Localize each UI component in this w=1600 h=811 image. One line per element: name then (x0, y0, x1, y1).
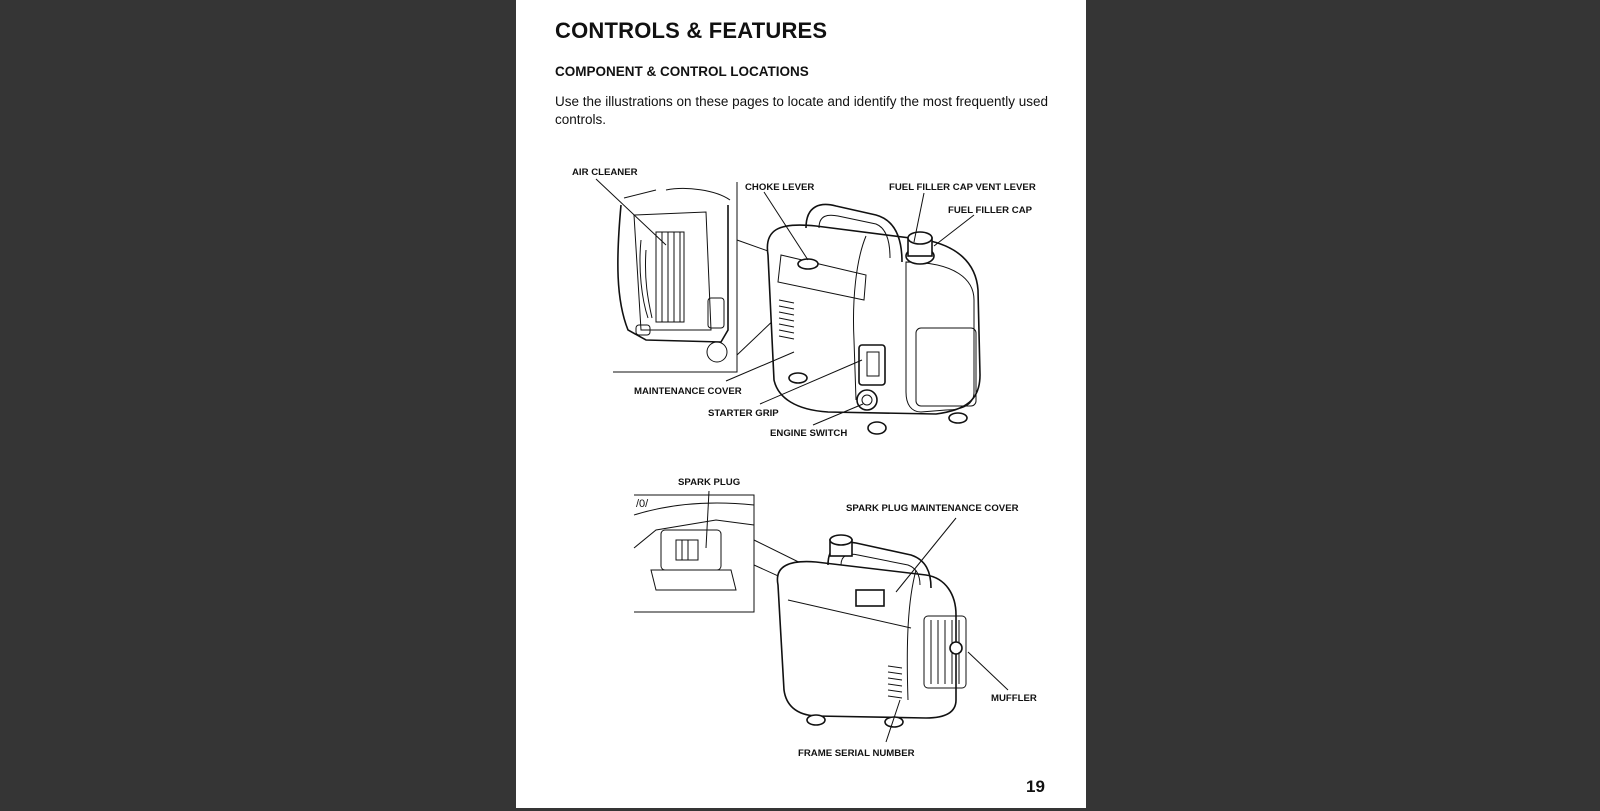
label-spark-plug-maintenance-cover: SPARK PLUG MAINTENANCE COVER (846, 503, 1019, 514)
label-maintenance-cover: MAINTENANCE COVER (634, 386, 742, 397)
intro-paragraph: Use the illustrations on these pages to … (555, 94, 1049, 127)
page-title: CONTROLS & FEATURES (555, 18, 828, 43)
label-choke-lever: CHOKE LEVER (745, 182, 814, 193)
air-cleaner-inset (613, 182, 738, 373)
manual-page: CONTROLS & FEATURES COMPONENT & CONTROL … (516, 0, 1086, 808)
label-fuel-filler-cap-vent-lever: FUEL FILLER CAP VENT LEVER (889, 182, 1036, 193)
label-air-cleaner: AIR CLEANER (572, 167, 638, 178)
svg-text:/0/: /0/ (636, 498, 649, 510)
generator-rear-view (776, 534, 967, 728)
spark-plug-inset: /0/ (633, 494, 755, 613)
label-engine-switch: ENGINE SWITCH (770, 428, 847, 439)
label-starter-grip: STARTER GRIP (708, 408, 779, 419)
label-frame-serial-number: FRAME SERIAL NUMBER (798, 748, 915, 759)
label-spark-plug: SPARK PLUG (678, 477, 740, 488)
generator-diagram: /0/ (572, 167, 1037, 759)
page-number: 19 (1026, 777, 1045, 796)
label-fuel-filler-cap: FUEL FILLER CAP (948, 205, 1033, 216)
generator-front-view (766, 203, 981, 435)
section-heading: COMPONENT & CONTROL LOCATIONS (555, 64, 809, 79)
label-muffler: MUFFLER (991, 693, 1037, 704)
